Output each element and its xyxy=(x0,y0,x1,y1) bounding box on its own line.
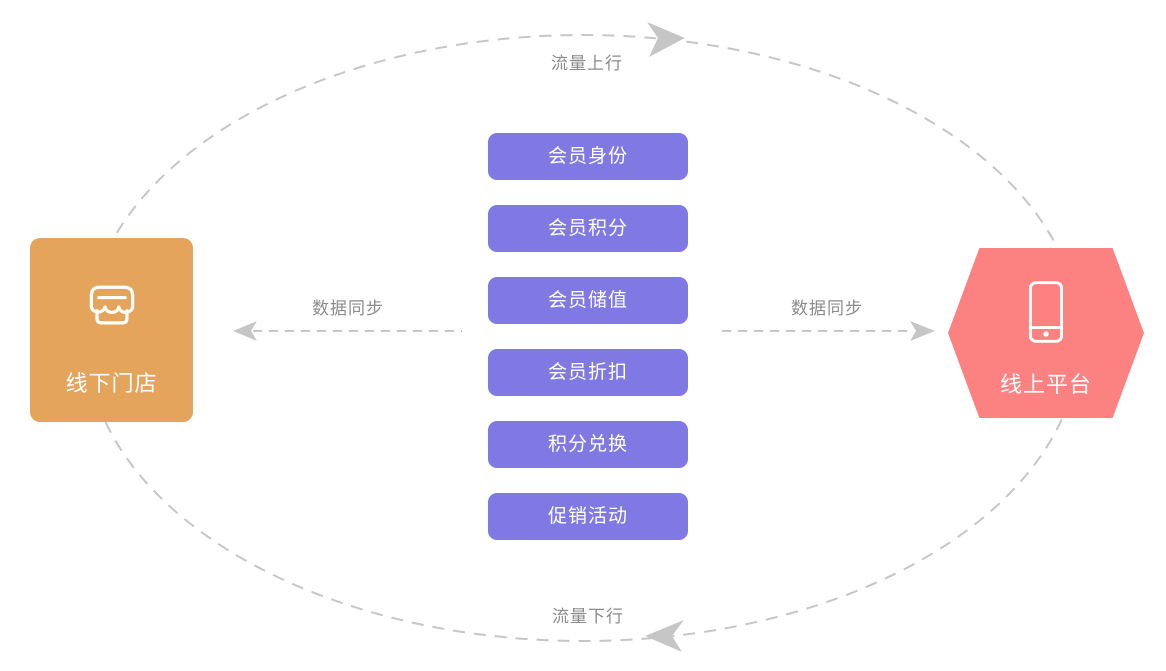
offline-store-label: 线下门店 xyxy=(65,371,158,396)
item-member-discount: 会员折扣 xyxy=(488,349,688,396)
flow-loop-ellipse xyxy=(85,34,1081,642)
online-platform-node: 线上平台 xyxy=(948,248,1144,418)
item-promotion-activity: 促销活动 xyxy=(488,493,688,540)
offline-store-node: 线下门店 xyxy=(30,238,193,422)
item-member-identity: 会员身份 xyxy=(488,133,688,180)
smartphone-icon xyxy=(1028,281,1064,343)
item-member-stored-value: 会员储值 xyxy=(488,277,688,324)
sync-right-arrow-icon xyxy=(910,321,935,341)
storefront-icon xyxy=(89,285,134,325)
sync-left-arrow-icon xyxy=(233,321,257,341)
sync-right-label: 数据同步 xyxy=(791,299,863,318)
item-member-points: 会员积分 xyxy=(488,205,688,252)
item-points-redemption: 积分兑换 xyxy=(488,421,688,468)
flow-up-arrow-icon xyxy=(647,22,685,57)
flow-down-arrow-icon xyxy=(645,620,684,652)
flow-up-label: 流量上行 xyxy=(551,54,623,73)
sync-left-label: 数据同步 xyxy=(312,299,384,318)
flow-down-label: 流量下行 xyxy=(552,607,624,626)
online-platform-label: 线上平台 xyxy=(999,372,1092,397)
